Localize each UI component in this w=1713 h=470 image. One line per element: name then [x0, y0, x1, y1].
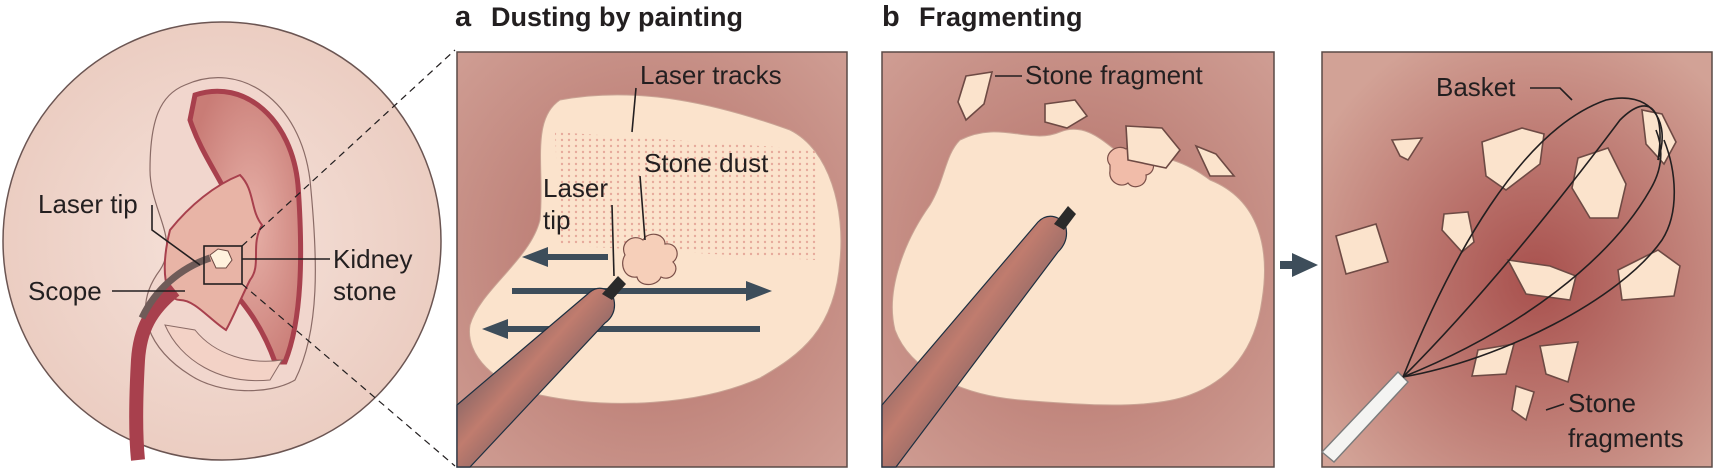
arrow-left-upper — [522, 247, 608, 267]
basket-wire-4 — [1402, 139, 1676, 378]
kidney-overview: Laser tip Scope Kidney stone — [2, 21, 456, 467]
panel-b-title: Fragmenting — [919, 2, 1083, 32]
transition-arrow — [1280, 253, 1318, 277]
basket-fragment-9 — [1470, 343, 1516, 377]
basket-wire-2 — [1402, 105, 1661, 378]
zoom-line-bottom — [241, 283, 456, 467]
basket-label: Basket — [1436, 72, 1516, 102]
kidney-stone-label-line1: Kidney — [333, 244, 413, 274]
panel-a-letter: a — [455, 1, 472, 33]
arrow-left-lower — [482, 319, 760, 339]
basket-fragment-5 — [1441, 211, 1475, 254]
panel-a-title: Dusting by painting — [491, 2, 743, 32]
panel-b-scope — [881, 215, 1068, 468]
kidney-lower-section — [164, 324, 283, 382]
panel-b: b Fragmenting Stone fragment — [881, 1, 1275, 468]
laser-tip-label-line2: tip — [543, 205, 570, 235]
fragment-3 — [1125, 125, 1182, 169]
panel-a-scope — [456, 287, 616, 468]
laser-tip-label-line1: Laser — [543, 173, 608, 203]
panel-b-letter: b — [882, 1, 900, 33]
focus-box — [203, 245, 243, 285]
panel-b-laser-fiber-tip — [1054, 206, 1076, 230]
basket-sheath — [1320, 370, 1409, 463]
scope-in-kidney — [138, 254, 212, 320]
panel-a-laser-fiber-tip — [602, 276, 626, 300]
laser-tracks-label: Laser tracks — [640, 60, 782, 90]
panel-b-basket: Basket Stone fragments — [1320, 51, 1713, 468]
basket-fragment-1 — [1390, 137, 1424, 162]
stone-fragment-label: Stone fragment — [1025, 60, 1204, 90]
basket-fragment-11 — [1511, 384, 1535, 422]
fragment-2 — [1044, 99, 1089, 129]
basket-fragment-10 — [1539, 341, 1580, 384]
laser-tracks-region — [555, 132, 820, 260]
stone-fragments-label-line1: Stone — [1568, 388, 1636, 418]
stone-dust-cloud — [622, 233, 678, 286]
stone-dust-label: Stone dust — [644, 148, 769, 178]
ureter — [129, 284, 180, 461]
zoom-line-top — [241, 49, 456, 247]
panel-a: a Dusting by painting Laser tracks Stone… — [455, 1, 848, 468]
kidney-stone-label-line2: stone — [333, 276, 397, 306]
basket-wire-3 — [1402, 129, 1662, 378]
kidney-stone-small — [209, 248, 233, 269]
fragment-4 — [1194, 144, 1236, 177]
stone-fragments-label-line2: fragments — [1568, 423, 1684, 453]
basket-fragment-2 — [1481, 127, 1545, 191]
fragment-1 — [957, 71, 994, 122]
scope-label: Scope — [28, 276, 102, 306]
laser-tip-label: Laser tip — [38, 189, 138, 219]
basket-fragment-6 — [1335, 223, 1390, 275]
arrow-right — [512, 281, 772, 301]
